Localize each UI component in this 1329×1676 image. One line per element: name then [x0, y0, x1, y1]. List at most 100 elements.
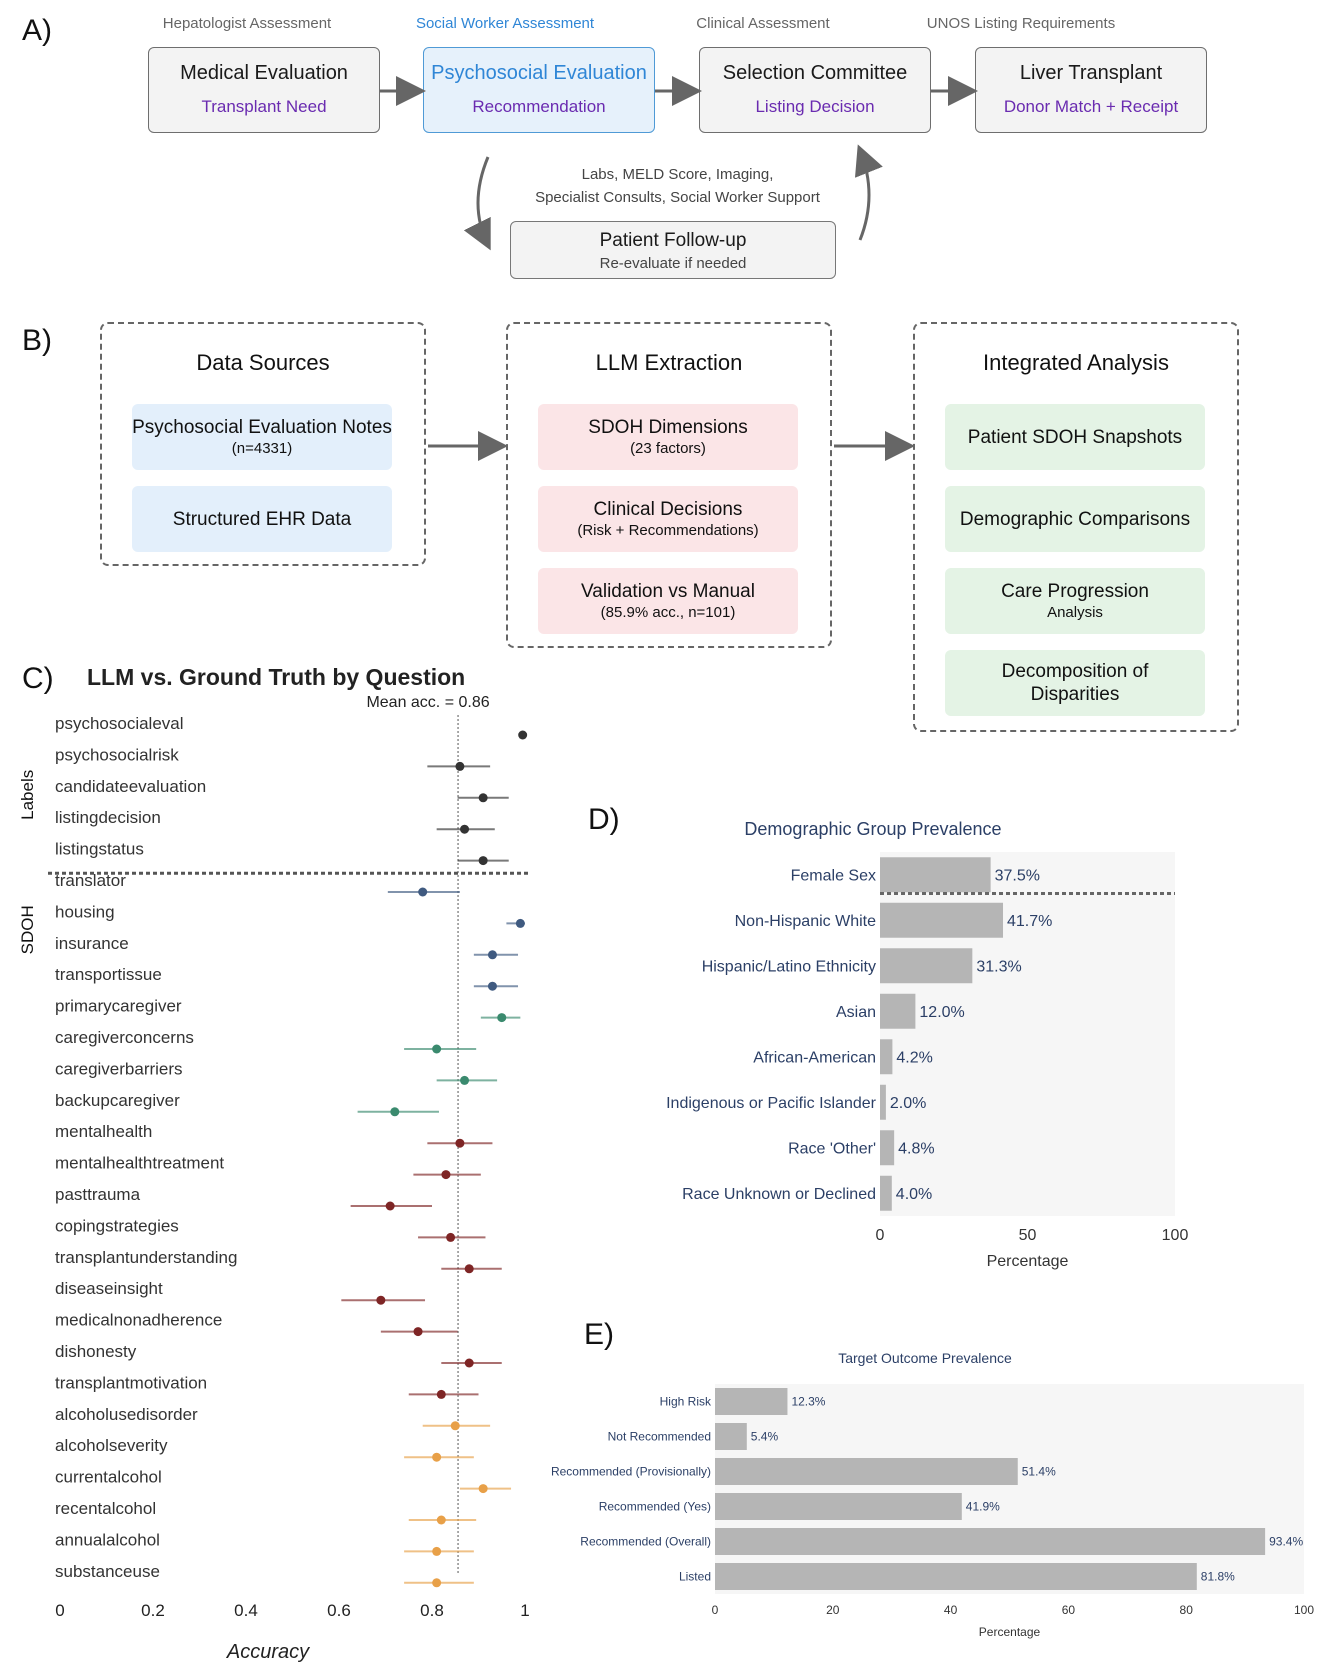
question-label: mentalhealthtreatment — [55, 1154, 224, 1173]
accuracy-point — [432, 1452, 442, 1462]
card-title: Structured EHR Data — [172, 508, 352, 530]
accuracy-point — [432, 1044, 442, 1054]
card-subtitle: (85.9% acc., n=101) — [600, 603, 736, 621]
followup-note-line1: Labs, MELD Score, Imaging, — [581, 166, 774, 183]
question-label: substanceuse — [55, 1562, 160, 1581]
panel-b-letter: B) — [22, 324, 52, 357]
x-tick-label: 60 — [1062, 1603, 1076, 1617]
bar-value-label: 93.4% — [1269, 1535, 1303, 1549]
stage-title: Selection Committee — [722, 62, 908, 84]
stage-header-unos: UNOS Listing Requirements — [926, 15, 1116, 32]
question-label: listingstatus — [55, 840, 144, 859]
stage-subtitle: Listing Decision — [755, 97, 875, 116]
stage-title: Liver Transplant — [1019, 62, 1163, 84]
category-label: Asian — [836, 1004, 876, 1021]
question-label: annualalcohol — [55, 1530, 160, 1549]
category-label: Race Unknown or Declined — [682, 1186, 876, 1203]
accuracy-point — [478, 793, 488, 803]
bar — [715, 1423, 747, 1450]
mean-annotation: Mean acc. = 0.86 — [366, 694, 489, 711]
followup-down-arrow — [463, 156, 491, 251]
psychosocial-notes-card: Psychosocial Evaluation Notes (n=4331) — [132, 404, 392, 470]
question-label: psychosocialrisk — [55, 745, 179, 764]
group-label-labels: Labels — [18, 770, 37, 820]
accuracy-point — [432, 1578, 442, 1588]
accuracy-point — [441, 1170, 451, 1180]
x-tick-label: 0 — [712, 1603, 719, 1617]
accuracy-point — [497, 1013, 507, 1023]
category-label: Female Sex — [791, 867, 876, 884]
x-axis-label: Accuracy — [226, 1641, 310, 1663]
bar-value-label: 51.4% — [1022, 1465, 1056, 1479]
x-tick-label: 20 — [826, 1603, 840, 1617]
question-label: recentalcohol — [55, 1499, 156, 1518]
category-label: Recommended (Provisionally) — [551, 1465, 711, 1479]
accuracy-point — [455, 761, 465, 771]
accuracy-point — [436, 1389, 446, 1399]
bar — [715, 1493, 962, 1520]
accuracy-point — [385, 1201, 395, 1211]
bar-value-label: 5.4% — [751, 1430, 779, 1444]
category-label: Indigenous or Pacific Islander — [666, 1095, 877, 1112]
question-label: caregiverconcerns — [55, 1028, 194, 1047]
x-axis-label: Percentage — [979, 1625, 1041, 1639]
stage-header-clinical: Clinical Assessment — [696, 15, 830, 32]
accuracy-point — [450, 1421, 460, 1431]
category-label: Recommended (Overall) — [580, 1535, 711, 1549]
accuracy-point — [418, 887, 428, 897]
accuracy-point — [436, 1515, 446, 1525]
stage-header-hepatologist: Hepatologist Assessment — [162, 15, 332, 32]
stage-psychosocial-evaluation: Psychosocial Evaluation Recommendation — [423, 47, 655, 133]
bar-value-label: 41.7% — [1007, 913, 1052, 930]
card-title: Demographic Comparisons — [959, 508, 1191, 530]
question-label: translator — [55, 871, 126, 890]
x-tick-label: 0.4 — [234, 1601, 258, 1620]
bar — [880, 1130, 895, 1166]
panel-c-title: LLM vs. Ground Truth by Question — [87, 664, 466, 690]
x-tick-label: 100 — [1294, 1603, 1314, 1617]
bar-value-label: 81.8% — [1201, 1570, 1235, 1584]
llm-extraction-panel: LLM Extraction SDOH Dimensions (23 facto… — [506, 322, 832, 648]
x-tick-label: 0.6 — [327, 1601, 351, 1620]
accuracy-point — [413, 1327, 423, 1337]
panel-e-letter: E) — [584, 1318, 614, 1351]
x-tick-label: 100 — [1162, 1227, 1189, 1244]
clinical-decisions-card: Clinical Decisions (Risk + Recommendatio… — [538, 486, 798, 552]
stage-title: Medical Evaluation — [180, 62, 348, 84]
stage-subtitle: Transplant Need — [201, 97, 327, 116]
card-title: Patient SDOH Snapshots — [967, 426, 1183, 448]
stage-subtitle: Recommendation — [472, 97, 606, 116]
panel-b-arrows — [428, 431, 915, 461]
bar-value-label: 4.0% — [896, 1186, 932, 1203]
accuracy-point — [464, 1358, 474, 1368]
accuracy-point — [390, 1107, 400, 1117]
validation-card: Validation vs Manual (85.9% acc., n=101) — [538, 568, 798, 634]
card-title: Psychosocial Evaluation Notes — [132, 416, 392, 438]
bar-value-label: 31.3% — [976, 958, 1021, 975]
x-tick-label: 0 — [55, 1601, 64, 1620]
plot-background — [715, 1384, 1304, 1594]
card-title: Decomposition of Disparities — [1001, 661, 1149, 705]
category-label: High Risk — [660, 1395, 712, 1409]
bar-value-label: 4.2% — [896, 1049, 932, 1066]
bar — [880, 902, 1004, 938]
bar-value-label: 12.0% — [919, 1004, 964, 1021]
group-label-sdoh: SDOH — [18, 905, 37, 954]
stage-selection-committee: Selection Committee Listing Decision — [699, 47, 931, 133]
category-label: African-American — [753, 1049, 876, 1066]
card-title: Clinical Decisions — [593, 498, 743, 520]
question-label: primarycaregiver — [55, 997, 182, 1016]
bar — [880, 1175, 892, 1211]
category-label: Recommended (Yes) — [599, 1500, 711, 1514]
decomposition-card: Decomposition of Disparities — [945, 650, 1205, 716]
question-label: candidateevaluation — [55, 777, 206, 796]
demographic-comparisons-card: Demographic Comparisons — [945, 486, 1205, 552]
card-title: Care Progression — [1001, 580, 1149, 602]
panel-d-title: Demographic Group Prevalence — [744, 819, 1002, 839]
category-label: Not Recommended — [608, 1430, 711, 1444]
x-tick-label: 80 — [1180, 1603, 1194, 1617]
x-tick-label: 50 — [1019, 1227, 1037, 1244]
x-tick-label: 0.8 — [420, 1601, 444, 1620]
x-tick-label: 0.2 — [141, 1601, 165, 1620]
bar-value-label: 2.0% — [890, 1095, 926, 1112]
